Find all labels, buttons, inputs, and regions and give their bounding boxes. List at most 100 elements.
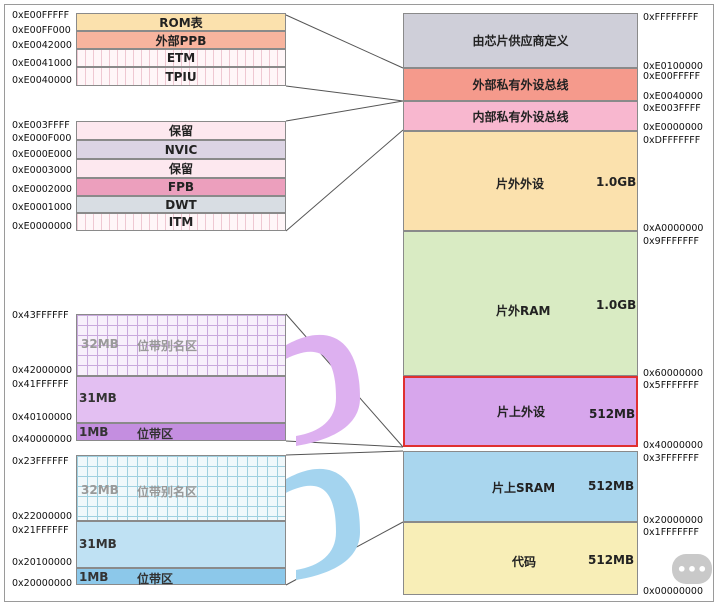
ppb-item-label: 保留 xyxy=(168,124,193,138)
address-label: 0xE0040000 xyxy=(12,75,72,86)
address-label: 0x5FFFFFFF xyxy=(643,380,699,391)
address-label: 0xDFFFFFFF xyxy=(643,135,701,146)
connector-line xyxy=(285,85,404,102)
address-label: 0x3FFFFFFF xyxy=(643,453,699,464)
onchip-peripheral-size: 512MB xyxy=(589,407,636,421)
region-label: 位带区 xyxy=(137,572,174,586)
address-label: 0x40000000 xyxy=(12,434,73,445)
vendor-region: 由芯片供应商定义 xyxy=(403,13,638,68)
sram-bitband-gap: 31MB xyxy=(76,521,286,568)
address-label: 0xE0000000 xyxy=(12,221,72,232)
address-label: 0x9FFFFFFF xyxy=(643,236,699,247)
ppb-item-label: DWT xyxy=(165,197,197,212)
onchip-peripheral-region: 片上外设 512MB xyxy=(403,376,638,447)
address-label: 0xE000E000 xyxy=(12,149,72,160)
ppb-ext-item-etm: ETM xyxy=(76,49,286,67)
ext-private-bus-region: 外部私有外设总线 xyxy=(403,68,638,101)
ppb-int-item-dwt: DWT xyxy=(76,196,286,213)
region-label: 位带区 xyxy=(137,427,174,441)
chat-bubble-icon: ••• xyxy=(672,554,712,584)
int-private-bus-region: 内部私有外设总线 xyxy=(403,101,638,131)
onchip-sram-size: 512MB xyxy=(588,479,635,493)
ppb-item-label: TPIU xyxy=(165,69,197,84)
ext-peripheral-region: 片外外设 1.0GB xyxy=(403,131,638,231)
onchip-sram-label: 片上SRAM xyxy=(492,481,556,495)
address-label: 0xA0000000 xyxy=(643,223,704,234)
ppb-item-label: ROM表 xyxy=(159,15,203,30)
address-label: 0x20100000 xyxy=(12,557,73,568)
connector-line xyxy=(285,100,404,122)
address-label: 0x20000000 xyxy=(643,515,704,526)
address-label: 0xE0040000 xyxy=(643,91,703,102)
address-label: 0xE0003000 xyxy=(12,165,72,176)
ppb-ext-item-rom-table: ROM表 xyxy=(76,13,286,31)
peripheral-bitband-gap: 31MB xyxy=(76,376,286,423)
alias-size: 32MB xyxy=(81,483,119,497)
address-label: 0xE00FF000 xyxy=(12,25,71,36)
code-size: 512MB xyxy=(588,553,635,567)
address-label: 0x41FFFFFF xyxy=(12,379,69,390)
diagram-frame xyxy=(4,4,714,602)
code-region: 代码 512MB xyxy=(403,522,638,595)
address-label: 0xE003FFFF xyxy=(643,103,701,114)
address-label: 0xE0041000 xyxy=(12,58,72,69)
gap-size: 31MB xyxy=(79,537,117,551)
address-label: 0xE0000000 xyxy=(643,122,703,133)
ppb-ext-item-external-ppb: 外部PPB xyxy=(76,31,286,49)
ext-private-bus-label: 外部私有外设总线 xyxy=(472,78,569,92)
address-label: 0xE0002000 xyxy=(12,184,72,195)
int-private-bus-label: 内部私有外设总线 xyxy=(472,109,569,124)
region-size: 1MB xyxy=(79,425,109,439)
connector-line xyxy=(285,129,404,232)
sram-bitband-alias: 32MB 位带别名区 xyxy=(76,455,286,521)
ext-ram-size: 1.0GB xyxy=(596,298,637,312)
address-label: 0xE0100000 xyxy=(643,61,703,72)
address-label: 0x1FFFFFFF xyxy=(643,527,699,538)
connector-line xyxy=(285,450,404,456)
peripheral-bitband-region: 1MB 位带区 xyxy=(76,423,286,441)
alias-label: 位带别名区 xyxy=(137,339,198,353)
address-label: 0x42000000 xyxy=(12,365,73,376)
address-label: 0xE000F000 xyxy=(12,133,72,144)
ppb-int-item-nvic: NVIC xyxy=(76,140,286,159)
ppb-int-item-reserved: 保留 xyxy=(76,121,286,140)
address-label: 0xE00FFFFF xyxy=(12,10,70,21)
ext-ram-label: 片外RAM xyxy=(496,304,551,318)
ppb-item-label: ETM xyxy=(166,51,196,65)
region-size: 1MB xyxy=(79,570,109,584)
onchip-peripheral-label: 片上外设 xyxy=(497,405,546,419)
address-label: 0xE00FFFFF xyxy=(643,71,701,82)
peripheral-bitband-alias: 32MB 位带别名区 xyxy=(76,314,286,376)
address-label: 0x20000000 xyxy=(12,578,73,589)
address-label: 0xE0042000 xyxy=(12,40,72,51)
connector-line xyxy=(285,14,404,69)
alias-size: 32MB xyxy=(81,337,119,351)
ppb-int-item-reserved-2: 保留 xyxy=(76,159,286,178)
address-label: 0x43FFFFFF xyxy=(12,310,69,321)
address-label: 0x60000000 xyxy=(643,368,704,379)
address-label: 0xFFFFFFFF xyxy=(643,12,699,23)
sram-bitband-region: 1MB 位带区 xyxy=(76,568,286,586)
vendor-region-label: 由芯片供应商定义 xyxy=(472,34,569,48)
ppb-item-label: ITM xyxy=(168,215,194,229)
onchip-sram-region: 片上SRAM 512MB xyxy=(403,451,638,522)
address-label: 0x00000000 xyxy=(643,586,704,597)
ext-ram-region: 片外RAM 1.0GB xyxy=(403,231,638,376)
ext-peripheral-label: 片外外设 xyxy=(496,177,545,191)
ext-peripheral-size: 1.0GB xyxy=(596,175,637,189)
ppb-item-label: 保留 xyxy=(168,162,193,176)
address-label: 0xE0001000 xyxy=(12,202,72,213)
ppb-item-label: NVIC xyxy=(164,142,198,157)
address-label: 0x23FFFFFF xyxy=(12,456,69,467)
ppb-item-label: 外部PPB xyxy=(155,33,207,48)
address-label: 0xE003FFFF xyxy=(12,120,70,131)
address-label: 0x40100000 xyxy=(12,412,73,423)
gap-size: 31MB xyxy=(79,391,117,405)
alias-label: 位带别名区 xyxy=(137,485,198,499)
address-label: 0x21FFFFFF xyxy=(12,525,69,536)
ppb-ext-item-tpiu: TPIU xyxy=(76,67,286,86)
ppb-item-label: FPB xyxy=(167,180,195,194)
ppb-int-item-fpb: FPB xyxy=(76,178,286,196)
address-label: 0x22000000 xyxy=(12,511,73,522)
code-label: 代码 xyxy=(512,555,537,569)
